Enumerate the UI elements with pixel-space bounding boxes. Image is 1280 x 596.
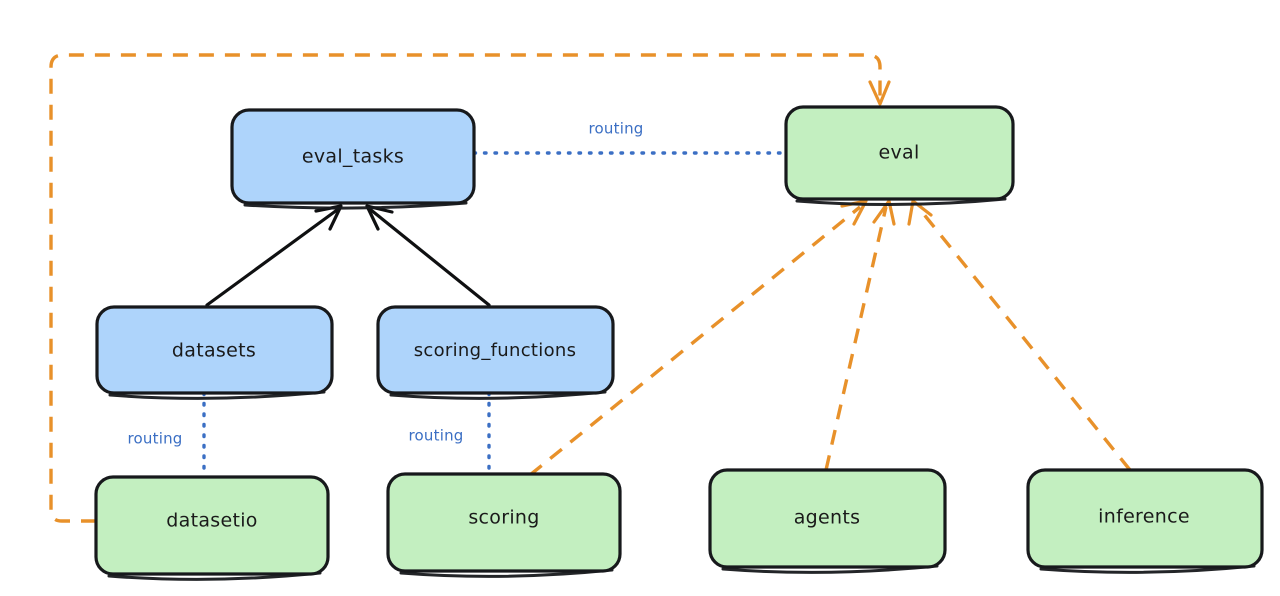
node-agents[interactable]: agents <box>708 468 947 574</box>
node-datasetio-label: datasetio <box>166 510 257 532</box>
node-eval-box <box>784 105 1015 201</box>
node-scoring-functions[interactable]: scoring_functions <box>376 305 615 400</box>
node-eval-label: eval <box>878 142 919 164</box>
node-scoring[interactable]: scoring <box>386 472 622 578</box>
edge-scoring-eval-path <box>528 205 862 477</box>
node-inference-label: inference <box>1098 506 1190 528</box>
node-inference[interactable]: inference <box>1026 468 1264 574</box>
edge-datasets-eval-tasks <box>205 204 343 307</box>
node-scoring-functions-label: scoring_functions <box>414 340 577 361</box>
edge-agents-eval <box>824 199 896 471</box>
edge-datasetio-eval-path <box>49 53 882 523</box>
node-scoring-box <box>386 472 622 573</box>
edge-scoring-functions-eval-tasks-arrowhead <box>365 204 394 231</box>
node-agents-label: agents <box>794 507 861 529</box>
edge-label-routing-datasets-datasetio: routing <box>128 430 183 448</box>
edge-datasets-eval-tasks-path <box>205 208 339 307</box>
edge-datasetio-eval-arrowhead <box>868 80 891 106</box>
node-eval[interactable]: eval <box>784 105 1015 207</box>
edge-label-routing-eval-tasks-eval: routing <box>589 120 644 138</box>
node-layer: eval_tasks eval datasets scoring_functio… <box>94 105 1264 581</box>
node-datasetio-box <box>94 475 330 576</box>
node-datasets-label: datasets <box>172 340 256 362</box>
edge-scoring-functions-eval-tasks <box>365 204 491 307</box>
node-datasets[interactable]: datasets <box>95 305 334 400</box>
node-eval-tasks-shadow <box>243 201 468 210</box>
edge-layer <box>49 53 1132 523</box>
edge-label-layer: routing routing routing <box>128 120 644 448</box>
edge-inference-eval-path <box>916 205 1132 472</box>
edge-scoring-functions-eval-tasks-path <box>369 208 491 307</box>
edge-inference-eval <box>907 199 1132 472</box>
node-datasets-box <box>95 305 334 395</box>
node-eval-tasks-box <box>230 108 476 205</box>
node-datasetio[interactable]: datasetio <box>94 475 330 581</box>
edge-datasetio-eval <box>49 53 891 523</box>
node-agents-box <box>708 468 947 569</box>
node-scoring-label: scoring <box>468 507 539 529</box>
node-scoring-functions-box <box>376 305 615 395</box>
edge-inference-eval-arrowhead <box>907 199 933 226</box>
node-eval-tasks[interactable]: eval_tasks <box>230 108 476 210</box>
edge-agents-eval-arrowhead <box>872 199 896 226</box>
edge-agents-eval-path <box>824 206 888 471</box>
edge-label-routing-scoring-functions-scoring: routing <box>409 427 464 445</box>
node-eval-tasks-label: eval_tasks <box>302 146 404 168</box>
node-eval-shadow <box>795 197 1007 207</box>
node-inference-box <box>1026 468 1264 569</box>
